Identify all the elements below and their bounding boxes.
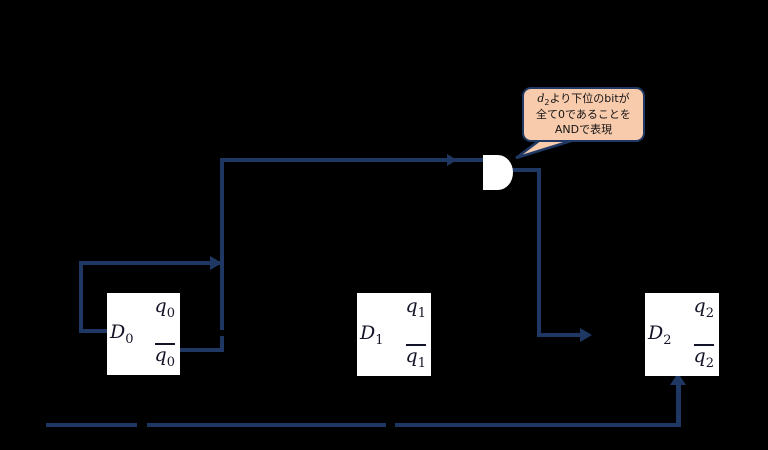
wire-gate-out-vertical — [537, 168, 541, 337]
d1-q-label: q1 — [405, 295, 426, 321]
flipflop-d2: D2 q2 q2 — [645, 293, 719, 376]
d0-input-label: D0 — [110, 321, 134, 347]
junction-arrow-icon — [210, 256, 222, 270]
clock-arrow-icon — [670, 373, 686, 385]
wire-feedback-top — [79, 261, 224, 265]
flipflop-d0: D0 q0 q0 — [107, 293, 180, 375]
wire-clock-seg2 — [147, 423, 386, 427]
callout-line3: ANDで表現 — [554, 122, 613, 136]
d2-input-label: D2 — [648, 321, 672, 348]
callout-bubble: d2より下位のbitが 全て0であることを ANDで表現 — [522, 87, 645, 142]
callout-line2: 全て0であることを — [536, 108, 631, 122]
wire-to-and-gate — [220, 158, 483, 162]
d0-q-label: q0 — [154, 295, 175, 321]
d2-qbar-label: q2 — [693, 344, 714, 371]
wire-clock-riser — [676, 383, 681, 427]
d1-qbar-label: q1 — [405, 344, 426, 371]
wire-q0bar-riser — [220, 336, 224, 352]
flipflop-d1: D1 q1 q1 — [357, 293, 431, 376]
callout-line1: d2より下位のbitが — [537, 91, 630, 108]
wire-arrow-icon — [447, 154, 457, 166]
d2-q-label: q2 — [693, 295, 714, 321]
wire-gate-out-bottom — [537, 333, 582, 337]
wire-clock-seg1 — [46, 423, 137, 427]
and-gate-icon — [483, 155, 513, 190]
wire-main-vertical — [220, 158, 224, 330]
wire-d0-input — [79, 329, 107, 333]
d1-input-label: D1 — [360, 321, 384, 348]
gate-out-arrow-icon — [580, 328, 592, 342]
d0-qbar-label: q0 — [154, 343, 175, 370]
wire-feedback-left — [79, 261, 83, 333]
wire-gate-out-stub — [512, 168, 541, 172]
wire-q0bar-out — [180, 348, 224, 352]
wire-clock-seg3 — [395, 423, 681, 427]
